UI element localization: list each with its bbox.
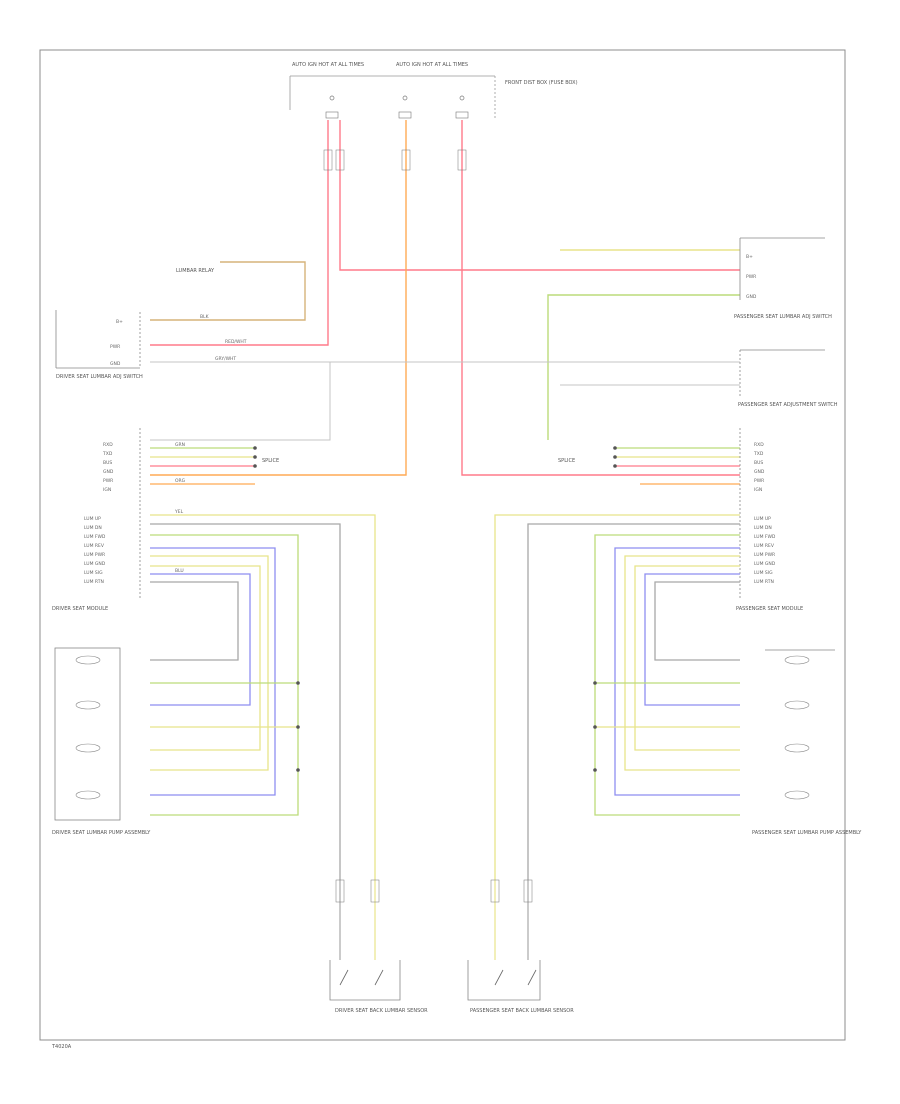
driver-lum-pin-3: LUM FWD xyxy=(84,534,106,540)
pass-switch-pin-1: B+ xyxy=(746,254,753,260)
pass-pin-5: PWR xyxy=(754,478,764,484)
pass-pin-1: RXD xyxy=(754,442,764,448)
driver-lum-pin-5: LUM PWR xyxy=(84,552,105,558)
driver-switch-label: DRIVER SEAT LUMBAR ADJ SWITCH xyxy=(56,374,143,380)
driver-lum-pin-7: LUM SIG xyxy=(84,570,103,576)
pass-switch-block: B+ PWR GND PASSENGER SEAT LUMBAR ADJ SWI… xyxy=(734,237,832,320)
pass-lum-pin-5: LUM PWR xyxy=(754,552,775,558)
wire-label-blu: BLU xyxy=(175,568,184,574)
driver-pin-6: IGN xyxy=(103,487,111,493)
pass-switch-pin-3: GND xyxy=(746,294,757,300)
red-feed-left-b xyxy=(339,120,740,271)
pass-switch-pin-2: PWR xyxy=(746,274,756,280)
wire-label-org: ORG xyxy=(175,478,186,484)
pass-lum-pin-6: LUM GND xyxy=(754,561,776,567)
pass-seat-module: RXD TXD BUS GND PWR IGN LUM UP LUM DN LU… xyxy=(736,428,803,612)
pass-pin-2: TXD xyxy=(753,451,764,457)
driver-seat-sensor: DRIVER SEAT BACK LUMBAR SENSOR xyxy=(329,880,428,1014)
wire-label-gry: GRY/WHT xyxy=(215,356,236,362)
fuse-panel-label: FRONT DIST BOX (FUSE BOX) xyxy=(505,80,578,86)
left-fuse-box-label: AUTO IGN HOT AT ALL TIMES xyxy=(292,62,364,68)
red-feed-right xyxy=(461,120,740,476)
wire-label-grn: GRN xyxy=(175,442,185,448)
pass-lum-pin-8: LUM RTN xyxy=(754,579,774,585)
pass-lum-pin-3: LUM FWD xyxy=(754,534,776,540)
driver-sensor-label: DRIVER SEAT BACK LUMBAR SENSOR xyxy=(335,1008,428,1014)
wire-label-yel: YEL xyxy=(174,509,184,515)
fuse-area: AUTO IGN HOT AT ALL TIMES AUTO IGN HOT A… xyxy=(289,62,578,120)
driver-lum-pin-8: LUM RTN xyxy=(84,579,104,585)
pass-switch-label: PASSENGER SEAT LUMBAR ADJ SWITCH xyxy=(734,314,832,320)
pass-lum-pin-2: LUM DN xyxy=(754,525,772,531)
pass-seat-sensor: PASSENGER SEAT BACK LUMBAR SENSOR xyxy=(467,880,574,1014)
driver-module-upper-wires: SPLICE xyxy=(150,446,279,485)
pass-switch-module-label: PASSENGER SEAT ADJUSTMENT SWITCH xyxy=(738,402,838,408)
pass-switch-module-block: PASSENGER SEAT ADJUSTMENT SWITCH xyxy=(738,349,838,408)
driver-pin-3: BUS xyxy=(103,460,112,466)
pass-lumbar-wires xyxy=(494,514,740,880)
pass-pin-6: IGN xyxy=(754,487,762,493)
relay-wire xyxy=(150,261,306,321)
relay-label: LUMBAR RELAY xyxy=(176,268,215,274)
driver-seat-module: RXD TXD BUS GND PWR IGN LUM UP LUM DN LU… xyxy=(52,428,141,612)
wire-label-red: RED/WHT xyxy=(225,339,247,345)
pass-pin-4: GND xyxy=(754,469,765,475)
right-fuse-box-label: AUTO IGN HOT AT ALL TIMES xyxy=(396,62,468,68)
diagram-frame xyxy=(39,49,846,1041)
pass-lum-pin-4: LUM REV xyxy=(754,543,775,549)
red-feed-left xyxy=(150,120,329,346)
driver-switch-pin-2: PWR xyxy=(110,344,120,350)
orange-feed xyxy=(150,120,407,476)
pass-lum-pin-7: LUM SIG xyxy=(754,570,773,576)
driver-pin-4: GND xyxy=(103,469,114,475)
driver-seat-module-label: DRIVER SEAT MODULE xyxy=(52,606,108,612)
driver-lum-pin-6: LUM GND xyxy=(84,561,106,567)
driver-switch-pin-3: GND xyxy=(110,361,121,367)
pass-lum-pin-1: LUM UP xyxy=(754,516,771,522)
driver-lum-pin-1: LUM UP xyxy=(84,516,101,522)
driver-lumbar-wires xyxy=(150,514,376,880)
connector-marks xyxy=(323,149,533,903)
wire-label-blk: BLK xyxy=(200,314,210,320)
fuse-symbols xyxy=(325,95,469,119)
driver-lum-pin-4: LUM REV xyxy=(84,543,105,549)
figure-id: T4020A xyxy=(51,1044,72,1050)
driver-lum-pin-2: LUM DN xyxy=(84,525,102,531)
pass-module-upper-wires: SPLICE xyxy=(558,446,740,485)
driver-pin-5: PWR xyxy=(103,478,113,484)
driver-pump-assembly: DRIVER SEAT LUMBAR PUMP ASSEMBLY xyxy=(52,647,151,836)
gray-drop-left xyxy=(150,362,331,441)
pass-pump-assembly: PASSENGER SEAT LUMBAR PUMP ASSEMBLY xyxy=(752,649,862,836)
pass-seat-module-label: PASSENGER SEAT MODULE xyxy=(736,606,803,612)
left-splice-label: SPLICE xyxy=(262,458,279,464)
pass-switch-wire-3 xyxy=(547,294,740,440)
driver-switch-pin-1: B+ xyxy=(116,319,123,325)
pass-sensor-label: PASSENGER SEAT BACK LUMBAR SENSOR xyxy=(470,1008,574,1014)
pass-pin-3: BUS xyxy=(754,460,763,466)
driver-pin-2: TXD xyxy=(102,451,113,457)
driver-switch-block: B+ PWR GND DRIVER SEAT LUMBAR ADJ SWITCH xyxy=(55,310,143,380)
driver-pin-1: RXD xyxy=(103,442,113,448)
pass-pump-label: PASSENGER SEAT LUMBAR PUMP ASSEMBLY xyxy=(752,830,862,836)
right-splice-label: SPLICE xyxy=(558,458,575,464)
driver-pump-label: DRIVER SEAT LUMBAR PUMP ASSEMBLY xyxy=(52,830,151,836)
